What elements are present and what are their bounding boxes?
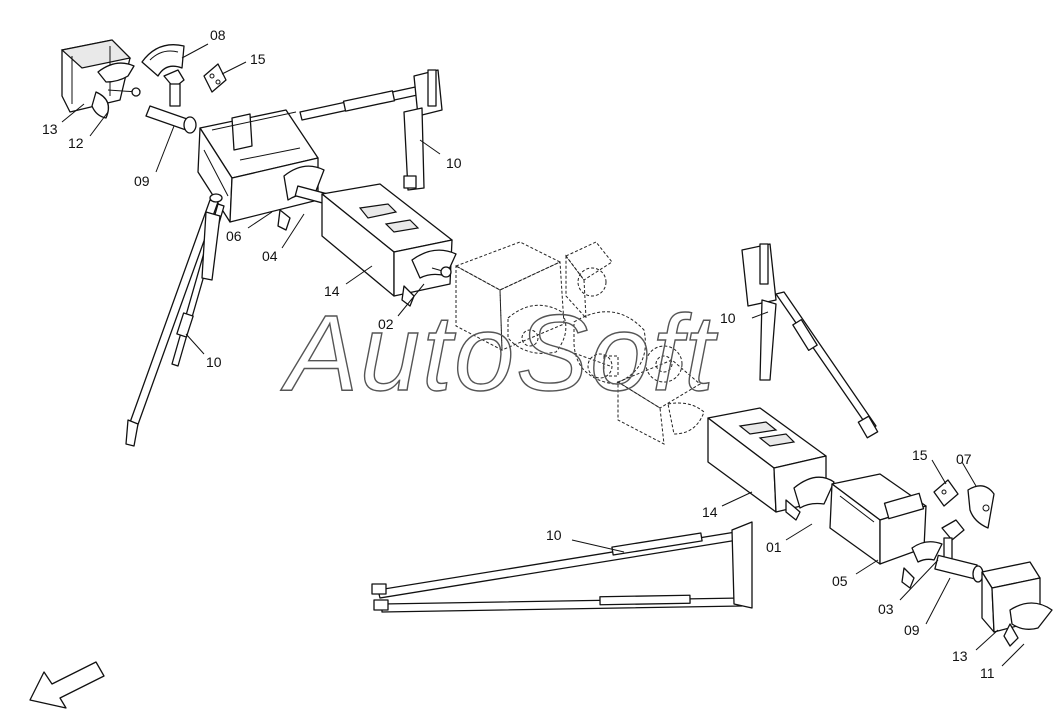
shaft-03-09-right	[934, 519, 984, 583]
callout-06: 06	[226, 228, 242, 244]
callout-14-upper: 14	[324, 283, 340, 299]
callout-10-top: 10	[446, 155, 462, 171]
callout-10-bottom: 10	[546, 527, 562, 543]
frame-box-14-upper	[321, 183, 457, 307]
callout-11: 11	[980, 665, 995, 681]
callout-13-top: 13	[42, 121, 58, 137]
callout-01: 01	[766, 539, 782, 555]
end-bracket-bottom-right	[981, 561, 1053, 647]
callout-10-right: 10	[720, 310, 736, 326]
callout-08-top: 08	[210, 27, 226, 43]
callout-09-top: 09	[134, 173, 150, 189]
link-rod-10-right	[741, 243, 879, 439]
central-gearbox-assembly	[454, 241, 705, 445]
callout-12: 12	[68, 135, 84, 151]
end-bracket-top-left	[60, 39, 141, 119]
watermark-text: AutoSoft	[280, 292, 718, 413]
callout-02: 02	[378, 316, 394, 332]
guard-plate-07	[967, 485, 995, 529]
callout-15-top: 15	[250, 51, 266, 67]
callout-05: 05	[832, 573, 848, 589]
callout-leaders	[61, 43, 1025, 667]
link-rod-10-top	[299, 69, 443, 191]
callout-09-right: 09	[904, 622, 920, 638]
callout-04: 04	[262, 248, 278, 264]
frame-box-06	[197, 109, 325, 231]
callout-labels: 08 15 13 12 09 10 06 04 14 02 10 10 15 0…	[42, 27, 995, 681]
link-rod-10-bottom	[371, 521, 753, 613]
callout-07: 07	[956, 451, 972, 467]
plate-15-right	[933, 479, 959, 507]
callout-10-left: 10	[206, 354, 222, 370]
callout-03: 03	[878, 601, 894, 617]
callout-13-bottom: 13	[952, 648, 968, 664]
frame-box-05	[829, 473, 943, 589]
guard-plate-08-top	[141, 44, 185, 77]
direction-arrow-icon	[29, 661, 105, 709]
shaft-09-top	[145, 69, 197, 134]
callout-15-right: 15	[912, 447, 928, 463]
frame-box-14-lower	[707, 407, 835, 521]
callout-14-lower: 14	[702, 504, 718, 520]
link-rod-10-left	[125, 193, 225, 447]
plate-15-top	[203, 63, 227, 93]
